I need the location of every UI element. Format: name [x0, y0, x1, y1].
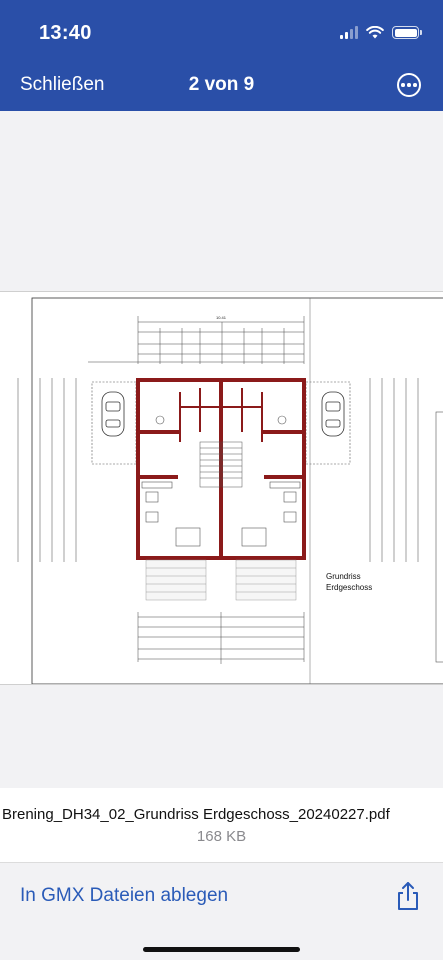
plan-title: Grundriss [326, 572, 361, 581]
file-size: 168 KB [196, 828, 247, 845]
file-info: Brening_DH34_02_Grundriss Erdgeschoss_20… [0, 788, 443, 862]
pdf-page[interactable]: 10.41 [0, 291, 443, 685]
wifi-icon [366, 26, 384, 39]
signal-icon [340, 26, 358, 39]
car-icon [101, 391, 125, 437]
document-viewer[interactable]: 10.41 [0, 111, 443, 788]
plan-subtitle: Erdgeschoss [326, 583, 372, 592]
share-icon[interactable] [395, 881, 421, 911]
dimension-total-top: 10.41 [216, 315, 227, 320]
bottom-bar: In GMX Dateien ablegen [0, 862, 443, 960]
status-icons [340, 26, 422, 39]
battery-icon [392, 26, 422, 39]
top-bar: 13:40 Schließen 2 von 9 [0, 0, 443, 111]
file-name: Brening_DH34_02_Grundriss Erdgeschoss_20… [2, 806, 390, 823]
close-button[interactable]: Schließen [20, 74, 105, 95]
home-indicator [143, 947, 300, 952]
ellipsis-circle-icon[interactable] [397, 73, 421, 97]
status-time: 13:40 [39, 22, 92, 44]
save-to-gmx-button[interactable]: In GMX Dateien ablegen [20, 885, 229, 906]
floor-plan-drawing: 10.41 [17, 297, 443, 684]
